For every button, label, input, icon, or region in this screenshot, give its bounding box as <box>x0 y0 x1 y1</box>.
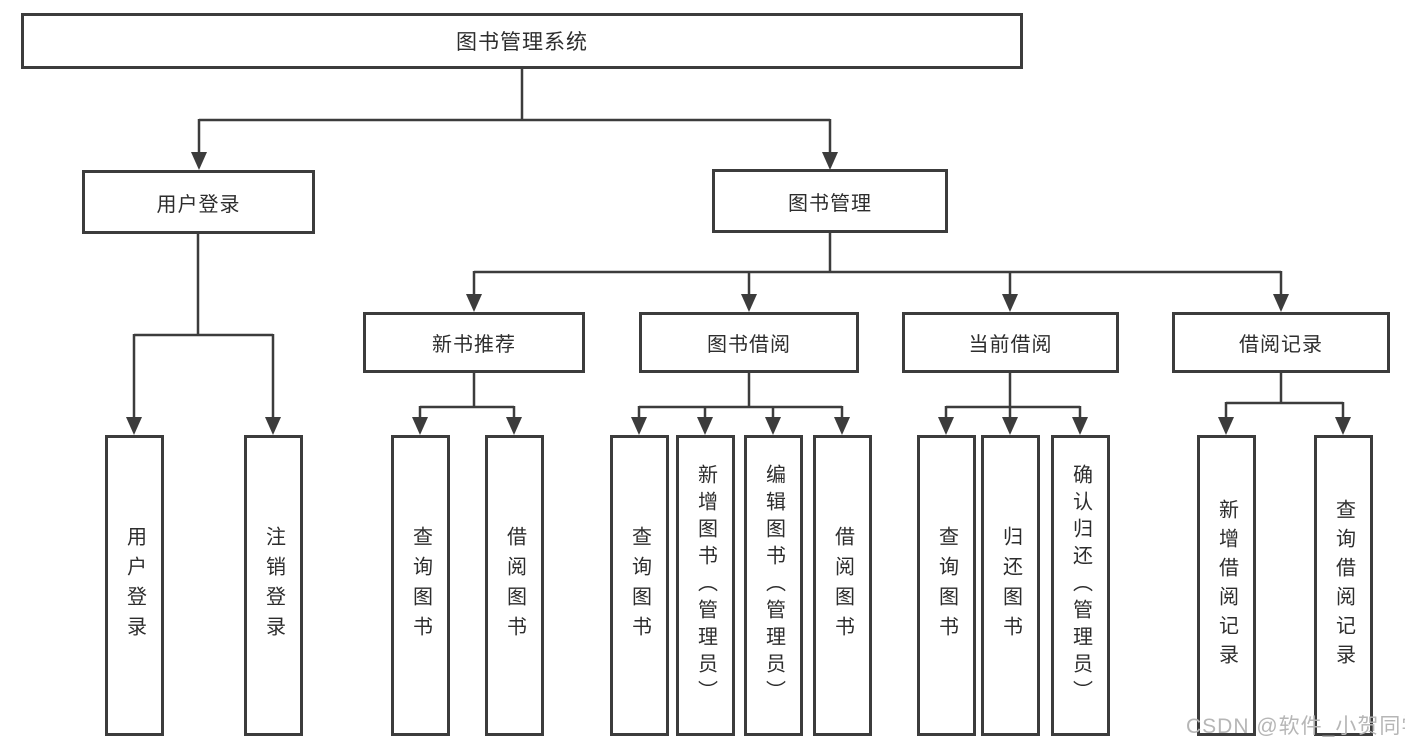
node-new-book-recommend: 新书推荐 <box>363 312 585 373</box>
node-user-login: 用户登录 <box>82 170 315 234</box>
node-label: 查询图书 <box>935 525 958 646</box>
node-leaf-query-books-3: 查询图书 <box>917 435 976 736</box>
node-label: 注销登录 <box>262 525 285 646</box>
node-label: 图书管理 <box>788 192 872 215</box>
node-leaf-confirm-return-admin: 确认归还（管理员） <box>1051 435 1110 736</box>
node-label: 图书借阅 <box>707 334 791 356</box>
node-leaf-query-borrow-record: 查询借阅记录 <box>1314 435 1373 736</box>
node-leaf-edit-books-admin: 编辑图书（管理员） <box>744 435 803 736</box>
node-label: 查询借阅记录 <box>1332 498 1355 673</box>
node-leaf-add-books-admin: 新增图书（管理员） <box>676 435 735 736</box>
node-current-borrowing: 当前借阅 <box>902 312 1119 373</box>
node-label: 新增图书（管理员） <box>694 464 717 707</box>
node-leaf-return-books: 归还图书 <box>981 435 1040 736</box>
node-leaf-query-books-2: 查询图书 <box>610 435 669 736</box>
node-label: 用户登录 <box>156 193 241 216</box>
node-label: 借阅记录 <box>1239 334 1323 356</box>
node-book-borrowing: 图书借阅 <box>639 312 859 373</box>
node-label: 编辑图书（管理员） <box>762 464 785 707</box>
node-leaf-logout-login: 注销登录 <box>244 435 303 736</box>
node-label: 用户登录 <box>123 525 146 646</box>
node-label: 借阅图书 <box>831 525 854 646</box>
node-label: 确认归还（管理员） <box>1069 464 1092 707</box>
node-leaf-user-login: 用户登录 <box>105 435 164 736</box>
node-leaf-add-borrow-record: 新增借阅记录 <box>1197 435 1256 736</box>
node-label: 当前借阅 <box>968 334 1053 356</box>
node-label: 查询图书 <box>628 525 651 646</box>
node-library-management-system: 图书管理系统 <box>21 13 1023 69</box>
node-leaf-borrow-books-1: 借阅图书 <box>485 435 544 736</box>
node-label: 借阅图书 <box>503 525 526 646</box>
node-book-management: 图书管理 <box>712 169 948 233</box>
node-label: 查询图书 <box>409 525 432 646</box>
node-leaf-query-books-1: 查询图书 <box>391 435 450 736</box>
node-leaf-borrow-books-2: 借阅图书 <box>813 435 872 736</box>
node-label: 归还图书 <box>999 525 1022 646</box>
node-label: 新书推荐 <box>432 334 516 356</box>
node-label: 图书管理系统 <box>456 31 588 54</box>
node-borrowing-record: 借阅记录 <box>1172 312 1390 373</box>
node-label: 新增借阅记录 <box>1215 498 1238 673</box>
csdn-watermark: CSDN @软件_小贺同学 <box>1186 715 1405 738</box>
